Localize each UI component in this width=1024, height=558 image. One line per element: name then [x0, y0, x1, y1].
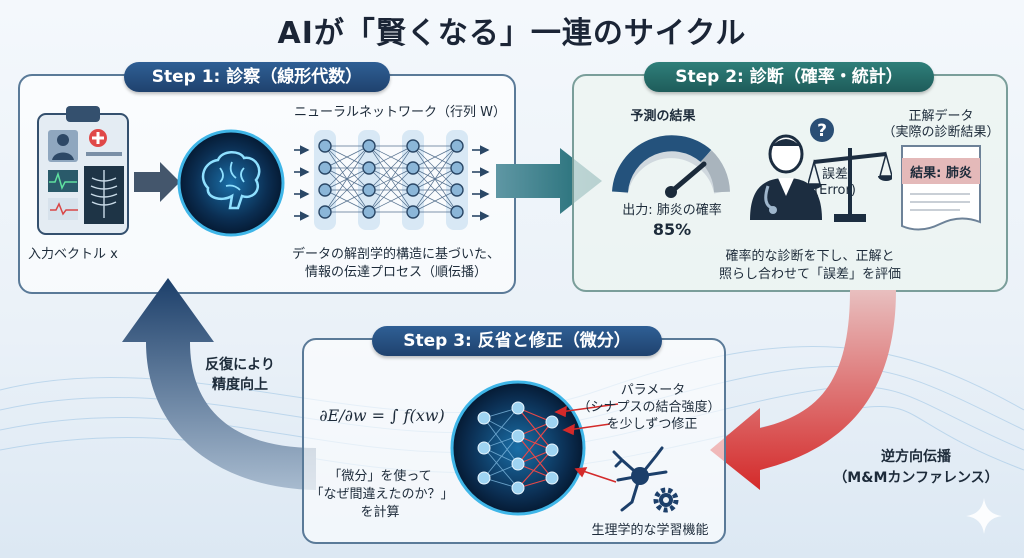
- step3-pill: Step 3: 反省と修正（微分）: [372, 326, 662, 356]
- arrow-to-brain-icon: [134, 162, 180, 202]
- input-vector-label: 入力ベクトル x: [28, 247, 118, 262]
- error-label-line2: (Error): [814, 183, 856, 198]
- truth-label-line1: 正解データ: [908, 109, 974, 124]
- step2-caption-line1: 確率的な診断を下し、正解と: [725, 249, 895, 264]
- patient-record-icon: [37, 106, 129, 235]
- gauge-icon: [612, 135, 730, 198]
- neuron-label: 生理学的な学習機能: [591, 523, 709, 538]
- param-line1: パラメータ: [620, 383, 686, 398]
- step1-pill: Step 1: 診察（線形代数）: [124, 62, 390, 92]
- neural-network-diagram: [294, 130, 490, 230]
- brain-icon: [177, 129, 285, 237]
- backprop-arrow-icon: [710, 290, 896, 490]
- document-icon: [901, 145, 981, 231]
- param-pointer-arrows: [554, 403, 619, 483]
- backprop-label-line1: 逆方向伝播: [881, 449, 951, 465]
- iteration-arrow-icon: [122, 278, 316, 490]
- derivative-formula: ∂E/∂w = ∫ f(xw): [319, 406, 445, 425]
- step1-caption-line2: 情報の伝達プロセス（順伝播）: [304, 265, 487, 280]
- nn-label: ニューラルネットワーク（行列 W）: [294, 105, 506, 120]
- step2-caption-line2: 照らし合わせて「誤差」を評価: [718, 267, 901, 282]
- doctor-icon: ?: [750, 118, 834, 220]
- truth-result: 結果: 肺炎: [910, 166, 972, 181]
- param-line3: を少しずつ修正: [606, 417, 698, 432]
- scale-icon: [808, 148, 892, 222]
- error-label-line1: 誤差: [821, 167, 848, 182]
- calc-line2: 「なぜ間違えたのか？」: [310, 487, 454, 502]
- iteration-label-line2: 精度向上: [212, 377, 268, 393]
- sparkle-icon: [966, 498, 1002, 534]
- backprop-network-icon: [450, 380, 586, 516]
- truth-label-line2: （実際の診断結果）: [882, 125, 1000, 140]
- calc-line1: 「微分」を使って: [328, 469, 432, 484]
- step2-pill: Step 2: 診断（確率・統計）: [644, 62, 934, 92]
- svg-text:?: ?: [817, 121, 827, 141]
- page-title: AIが「賢くなる」一連のサイクル: [277, 16, 747, 51]
- prediction-label: 予測の結果: [630, 109, 696, 124]
- output-value: 85%: [652, 220, 692, 239]
- output-label: 出力: 肺炎の確率: [622, 203, 722, 218]
- step1-caption-line1: データの解剖学的構造に基づいた、: [291, 247, 500, 262]
- calc-line3: を計算: [360, 505, 400, 520]
- iteration-label-line1: 反復により: [205, 357, 275, 373]
- neuron-gear-icon: [612, 446, 679, 513]
- backprop-label-line2: （M&Mカンファレンス）: [833, 470, 999, 486]
- param-line2: （シナプスの結合強度）: [577, 400, 721, 415]
